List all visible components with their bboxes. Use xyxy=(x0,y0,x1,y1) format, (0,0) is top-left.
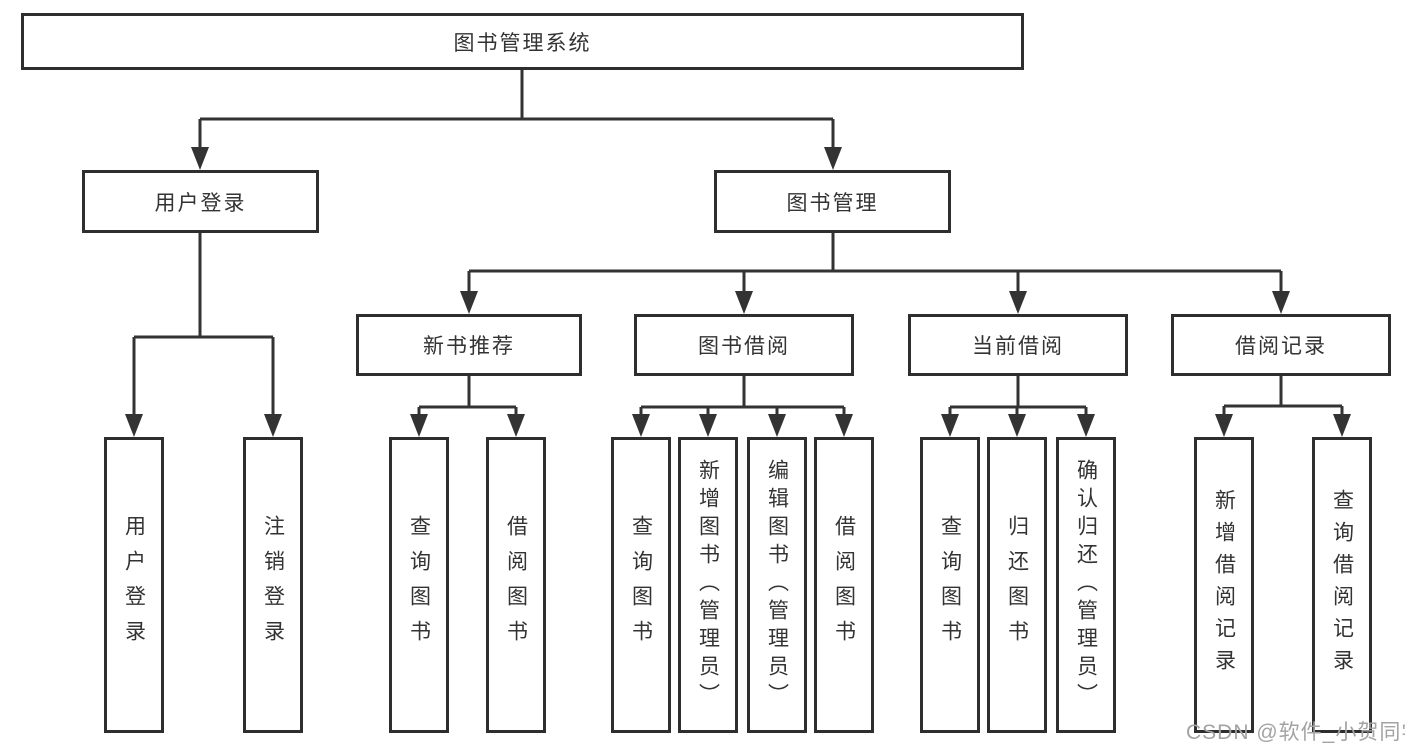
connector-book-management xyxy=(467,233,1283,294)
leaf-current-query-books: 查询图书 xyxy=(920,437,980,733)
node-current-borrow: 当前借阅 xyxy=(908,314,1128,376)
node-book-management: 图书管理 xyxy=(714,170,951,233)
arrow-down-icon xyxy=(735,291,753,314)
arrow-down-icon xyxy=(1333,414,1351,437)
leaf-logout: 注销登录 xyxy=(243,437,303,733)
leaf-label: 查询图书 xyxy=(629,515,653,655)
leaf-add-books-admin: 新增图书（管理员） xyxy=(678,437,738,733)
leaf-user-login: 用户登录 xyxy=(104,437,164,733)
leaf-recommend-query-books: 查询图书 xyxy=(389,437,449,733)
arrow-down-icon xyxy=(1215,414,1233,437)
leaf-borrow-books: 借阅图书 xyxy=(814,437,874,733)
connector-user-login xyxy=(132,233,275,417)
leaf-label: 用户登录 xyxy=(122,515,146,655)
leaf-add-borrow-record: 新增借阅记录 xyxy=(1194,437,1254,733)
arrow-down-icon xyxy=(264,414,282,437)
node-new-book-recommend: 新书推荐 xyxy=(356,314,582,376)
leaf-label: 查询图书 xyxy=(407,515,431,655)
leaf-label: 借阅图书 xyxy=(832,515,856,655)
leaf-borrow-query-books: 查询图书 xyxy=(611,437,671,733)
node-label: 图书管理系统 xyxy=(453,31,592,55)
leaf-label: 确认归还（管理员） xyxy=(1074,459,1098,711)
leaf-label: 借阅图书 xyxy=(504,515,528,655)
arrow-down-icon xyxy=(460,291,478,314)
connector-root xyxy=(198,70,835,150)
leaf-edit-books-admin: 编辑图书（管理员） xyxy=(747,437,807,733)
node-label: 图书管理 xyxy=(786,191,879,215)
arrow-down-icon xyxy=(1009,291,1027,314)
node-user-login: 用户登录 xyxy=(82,170,319,233)
leaf-return-books: 归还图书 xyxy=(987,437,1047,733)
arrow-down-icon xyxy=(410,414,428,437)
arrow-down-icon xyxy=(632,414,650,437)
node-label: 借阅记录 xyxy=(1235,335,1327,358)
leaf-label: 新增借阅记录 xyxy=(1212,489,1236,681)
arrow-down-icon xyxy=(1077,414,1095,437)
csdn-watermark: CSDN @软件_小贺同学 xyxy=(1186,721,1405,744)
arrow-down-icon xyxy=(699,414,717,437)
node-library-management-system: 图书管理系统 xyxy=(21,13,1024,70)
arrow-down-icon xyxy=(824,147,842,170)
arrow-down-icon xyxy=(125,414,143,437)
node-borrow-records: 借阅记录 xyxy=(1171,314,1391,376)
leaf-query-borrow-record: 查询借阅记录 xyxy=(1312,437,1372,733)
leaf-recommend-borrow-books: 借阅图书 xyxy=(486,437,546,733)
leaf-label: 查询借阅记录 xyxy=(1330,489,1354,681)
leaf-label: 注销登录 xyxy=(261,515,285,655)
leaf-confirm-return-admin: 确认归还（管理员） xyxy=(1056,437,1116,733)
leaf-label: 编辑图书（管理员） xyxy=(765,459,789,711)
arrow-down-icon xyxy=(1008,414,1026,437)
node-book-borrow: 图书借阅 xyxy=(634,314,854,376)
connector-new-book-recommend xyxy=(417,376,518,417)
arrow-down-icon xyxy=(191,147,209,170)
arrow-down-icon xyxy=(941,414,959,437)
leaf-label: 查询图书 xyxy=(938,515,962,655)
connector-current-borrow xyxy=(948,376,1088,417)
node-label: 图书借阅 xyxy=(698,335,790,358)
arrowheads xyxy=(125,147,1351,437)
arrow-down-icon xyxy=(768,414,786,437)
leaf-label: 新增图书（管理员） xyxy=(696,459,720,711)
arrow-down-icon xyxy=(507,414,525,437)
leaf-label: 归还图书 xyxy=(1005,515,1029,655)
connector-book-borrow xyxy=(639,376,846,417)
node-label: 用户登录 xyxy=(154,191,247,215)
connector-borrow-records xyxy=(1222,376,1344,417)
arrow-down-icon xyxy=(1272,291,1290,314)
node-label: 新书推荐 xyxy=(423,335,515,358)
arrow-down-icon xyxy=(835,414,853,437)
node-label: 当前借阅 xyxy=(972,335,1064,358)
